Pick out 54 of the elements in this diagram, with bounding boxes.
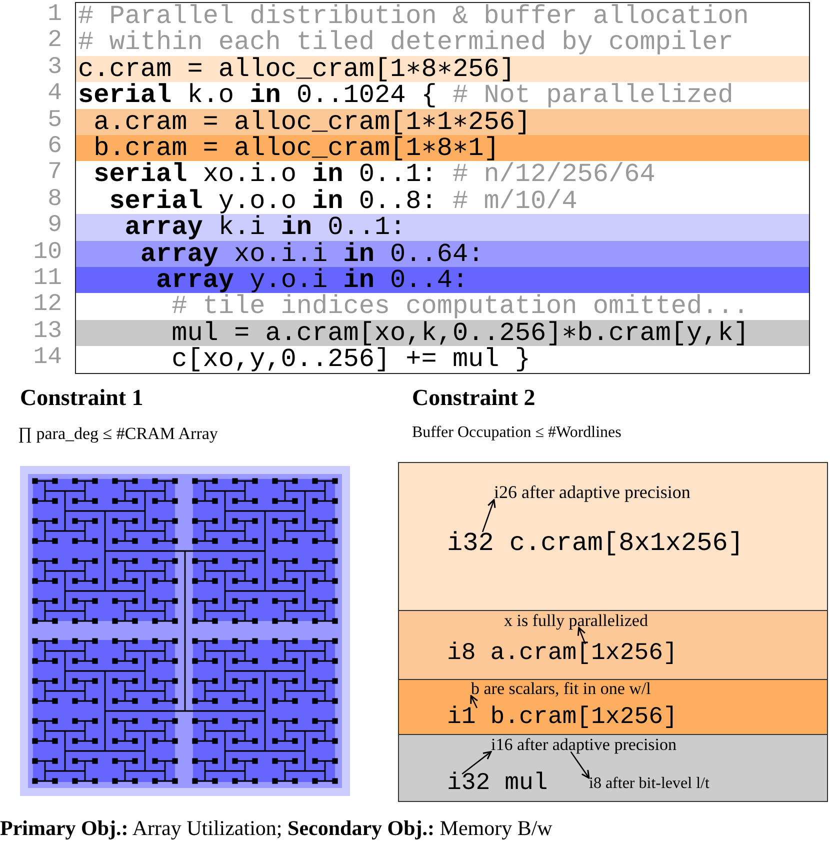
code-line: serial y.o.o in 0..8:: [109, 188, 437, 214]
arrow: [462, 750, 492, 775]
line-number: 12: [32, 292, 62, 319]
arrow: [482, 499, 496, 532]
buffer-band: [398, 611, 828, 680]
buffer-band: [398, 680, 828, 735]
code-line: a.cram = alloc_cram[1∗1∗256]: [94, 108, 531, 135]
objective-text: Primary Obj.: Array Utilization; Secondary Obj.: Memory B/w: [0, 816, 552, 841]
code-comment: # n/12/256/64: [452, 161, 656, 188]
code-line: array xo.i.i in 0..64:: [140, 240, 484, 267]
line-number: 11: [32, 266, 62, 292]
line-number: 8: [46, 186, 62, 214]
buffer-label: i8 a.cram[1x256]: [447, 641, 678, 668]
code-line: serial xo.i.o in 0..1:: [94, 161, 437, 188]
line-number: 9: [46, 213, 62, 240]
buffer-label: i32 c.cram[8x1x256]: [447, 529, 744, 558]
buffer-label: i32 mul: [447, 771, 548, 798]
line-number: 10: [32, 240, 62, 266]
code-line: array y.o.i in 0..4:: [156, 267, 468, 294]
annotation-text: x is fully parallelized: [504, 612, 648, 631]
line-number: 13: [32, 318, 62, 346]
code-line: mul = a.cram[xo,k,0..256]∗b.cram[y,k]: [172, 320, 749, 346]
arrow: [570, 751, 590, 779]
line-number: 5: [46, 108, 62, 134]
section-heading: Constraint 1: [20, 385, 144, 411]
code-line: b.cram = alloc_cram[1∗8∗1]: [94, 135, 500, 162]
code-comment: # Not parallelized: [452, 82, 734, 109]
line-number: 3: [46, 54, 62, 82]
code-line: serial k.o in 0..1024 {: [78, 82, 437, 109]
constraint-formula: ∏ para_deg ≤ #CRAM Array: [18, 424, 218, 444]
line-number: 4: [46, 81, 62, 108]
code-comment: # within each tiled determined by compiler: [78, 29, 734, 56]
annotation-text: i8 after bit-level l/t: [589, 775, 710, 793]
code-comment: # m/10/4: [452, 188, 578, 214]
code-line: c.cram = alloc_cram[1∗8∗256]: [78, 56, 515, 82]
annotation-text: b are scalars, fit in one w/l: [471, 680, 651, 699]
buffer-band: [398, 462, 828, 611]
constraint-formula: Buffer Occupation ≤ #Wordlines: [412, 424, 622, 442]
arrow: [470, 694, 478, 708]
annotation-text: i16 after adaptive precision: [491, 736, 677, 755]
buffer-label: i1 b.cram[1x256]: [447, 705, 678, 732]
line-number: 7: [46, 160, 62, 187]
code-comment: # Parallel distribution & buffer allocation: [78, 3, 749, 30]
line-number: 1: [46, 2, 62, 28]
annotation-text: i26 after adaptive precision: [494, 483, 690, 503]
code-comment: # tile indices computation omitted...: [172, 293, 749, 320]
line-number: 14: [32, 345, 62, 372]
code-line: c[xo,y,0..256] += mul }: [172, 346, 530, 373]
code-line: array k.i in 0..1:: [124, 214, 406, 241]
arrow: [577, 626, 586, 644]
line-number: 6: [46, 134, 62, 160]
buffer-band: [398, 735, 828, 802]
line-number: 2: [46, 28, 62, 55]
section-heading: Constraint 2: [412, 385, 536, 411]
